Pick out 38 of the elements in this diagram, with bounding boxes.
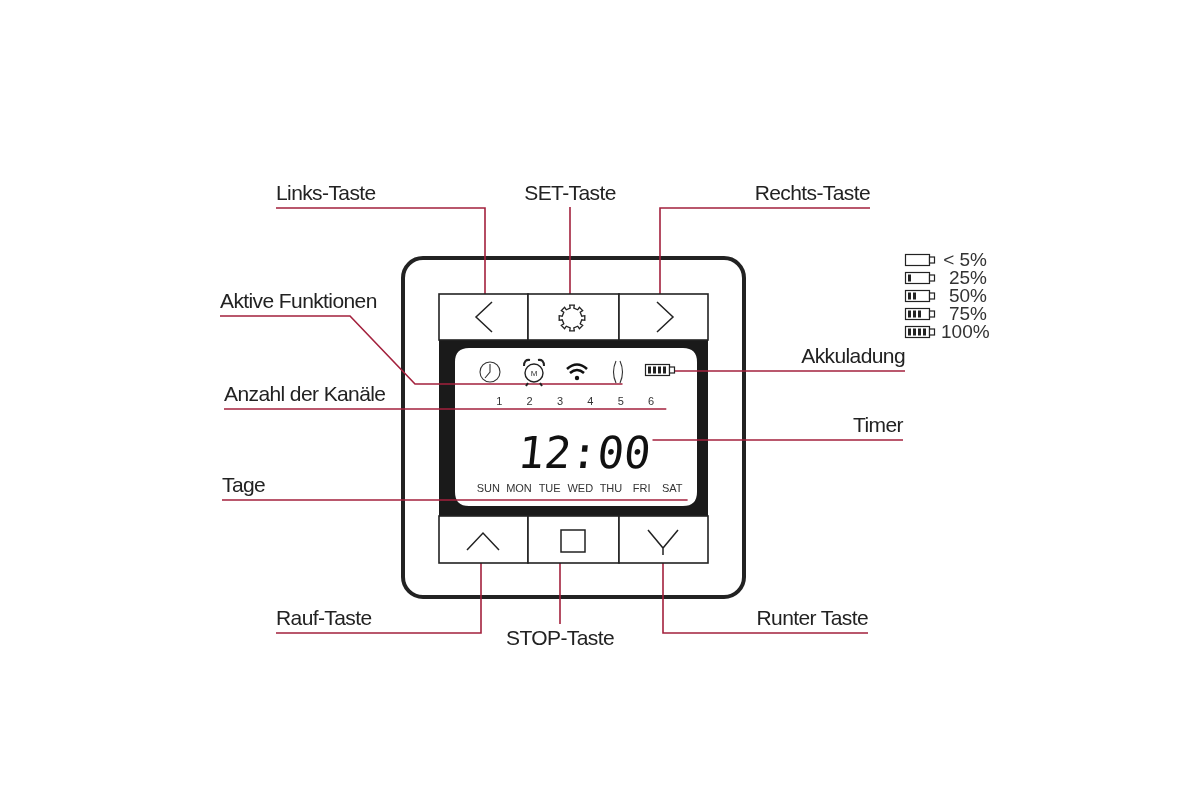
channel-numbers: 1 2 3 4 5 6 — [484, 395, 667, 411]
callout-label: Akkuladung — [801, 344, 905, 368]
callout-label: Runter Taste — [756, 606, 868, 630]
callout-label: Links-Taste — [276, 181, 376, 205]
callout-label: Aktive Funktionen — [220, 289, 377, 313]
leader-line — [275, 562, 482, 634]
leader-line — [569, 206, 571, 295]
callout-label: Rauf-Taste — [276, 606, 372, 630]
digital-time-readout: 12:00 — [516, 434, 653, 472]
leader-line — [221, 499, 689, 501]
callout-label: SET-Taste — [524, 181, 616, 205]
callout-label: STOP-Taste — [506, 626, 614, 650]
leader-line — [559, 562, 561, 625]
leader-line — [673, 370, 906, 372]
legend-text: 100% — [941, 323, 987, 341]
leader-line — [219, 315, 624, 385]
legend-text: 25% — [947, 269, 987, 287]
callout-label: Tage — [222, 473, 266, 497]
weekday-row: SUN MON TUE WED THU FRI SAT — [473, 482, 688, 501]
legend-text: < 5% — [942, 251, 987, 269]
callout-label: Rechts-Taste — [754, 181, 870, 205]
status-icons-drawing — [479, 358, 624, 387]
down-button — [618, 515, 709, 564]
legend-text: 50% — [947, 287, 987, 305]
leader-line — [651, 439, 904, 441]
stop-button — [527, 515, 620, 564]
legend-text: 75% — [947, 305, 987, 323]
up-button — [438, 515, 529, 564]
right-button — [618, 293, 709, 341]
callout-label: Anzahl der Kanäle — [224, 382, 386, 406]
battery-icon — [644, 363, 676, 377]
alarm-mode-letter: M — [530, 368, 538, 380]
callout-label: Timer — [853, 413, 903, 437]
leader-line — [223, 408, 668, 410]
leader-line — [662, 562, 869, 634]
left-button — [438, 293, 529, 341]
leader-line — [275, 207, 486, 295]
leader-line — [659, 207, 871, 295]
